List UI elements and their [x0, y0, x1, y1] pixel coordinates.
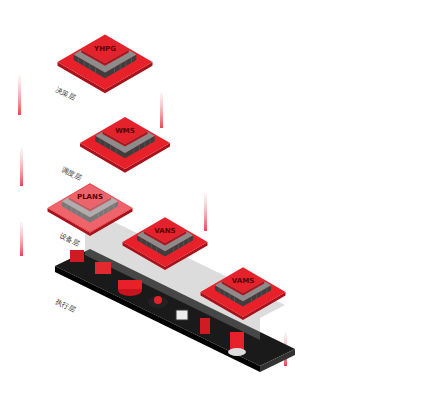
chip-label: PLANS	[77, 194, 103, 201]
chip-node: VAMS	[230, 277, 256, 286]
chip-node: PLANS	[75, 193, 105, 202]
layer-label: 决策层	[54, 86, 76, 102]
chip-label: YHPG	[94, 46, 116, 53]
chip-node: YHPG	[92, 45, 118, 54]
layer-label: 调度层	[60, 166, 82, 182]
chip-node: VANS	[152, 227, 177, 236]
layer-label: 执行层	[54, 298, 76, 314]
chip-node: WMS	[113, 127, 137, 136]
chip-label: WMS	[115, 128, 135, 135]
chip-label: VANS	[154, 228, 175, 235]
chip-label: VAMS	[232, 278, 254, 285]
layer-label: 设备层	[58, 232, 80, 248]
